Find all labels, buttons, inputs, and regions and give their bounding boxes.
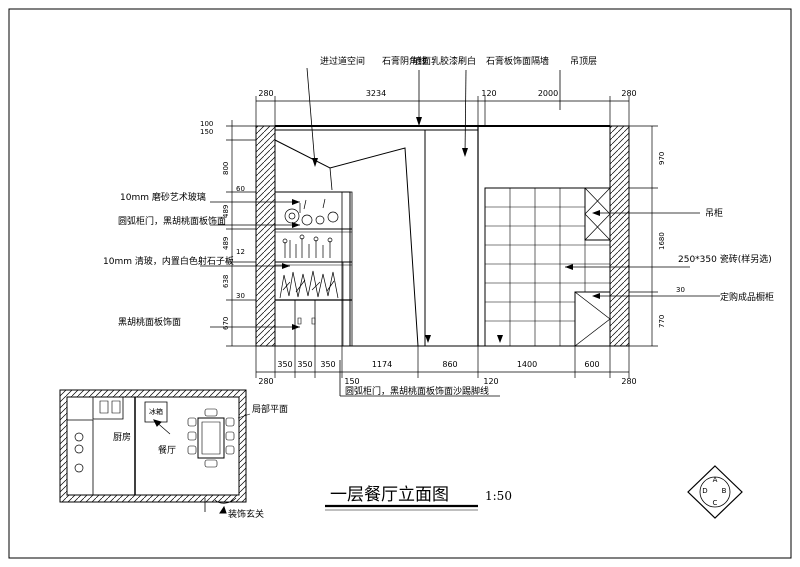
left-dim-6: 489	[222, 237, 230, 250]
bottom-dim-3: 350	[320, 360, 335, 369]
bottom-dim-0: 280	[258, 377, 273, 386]
label-clear-glass: 10mm 清玻，内置白色射石子板	[103, 255, 234, 267]
right-dim-2: 30	[676, 286, 685, 294]
label-hanging-cabinet: 吊柜	[705, 207, 723, 219]
arrow-heads	[282, 117, 600, 343]
index-c: C	[713, 499, 718, 507]
top-dim-4: 280	[621, 89, 636, 98]
plan-kitchen: 厨房	[113, 431, 131, 443]
left-dim-2: 800	[222, 162, 230, 175]
top-dim-1: 3234	[366, 89, 386, 98]
drawing-title: 一层餐厅立面图	[330, 485, 449, 505]
label-walnut-face: 黑胡桃面板饰面	[118, 316, 181, 328]
label-gypsum-partition: 石膏板饰面隔墙	[486, 55, 549, 67]
label-wall-paint: 墙面乳胶漆刷白	[413, 55, 476, 67]
top-dim-2: 120	[481, 89, 496, 98]
left-wall-hatch	[256, 126, 275, 346]
left-dim-0: 100	[200, 120, 213, 128]
bottom-dim-1: 350	[277, 360, 292, 369]
top-dim-3: 2000	[538, 89, 558, 98]
shelf-decorations	[280, 199, 338, 298]
bottom-dim-5: 860	[442, 360, 457, 369]
left-dim-9: 670	[222, 317, 230, 330]
plan-foyer: 装饰玄关	[228, 508, 264, 520]
bottom-dim-4: 1174	[372, 360, 392, 369]
index-symbol: A B C D	[688, 466, 742, 518]
drawing-border	[9, 9, 791, 558]
partial-floor-plan	[60, 390, 246, 513]
label-passage: 进过道空间	[320, 55, 365, 67]
drawing-scale: 1:50	[485, 489, 512, 503]
left-dim-7: 638	[222, 275, 230, 288]
left-dim-4: 489	[222, 205, 230, 218]
right-wall-hatch	[610, 126, 629, 346]
label-glass: 10mm 磨砂艺术玻璃	[120, 191, 206, 203]
leader-lines	[200, 68, 720, 396]
index-d: D	[702, 487, 707, 495]
elevation-walls	[256, 126, 629, 346]
bottom-small-dim-0: 150	[344, 377, 359, 386]
right-dims: 970 1680 30 770	[658, 152, 685, 328]
bottom-dim-7: 600	[584, 360, 599, 369]
top-dim-0: 280	[258, 89, 273, 98]
label-bottom-door: 圆弧柜门，黑胡桃面板饰面沙踢脚线	[345, 385, 489, 397]
left-dims: 100 150 800 60 489 12 489 638 30 670	[200, 120, 245, 330]
right-dim-0: 970	[658, 152, 666, 165]
left-dim-8: 30	[236, 292, 245, 300]
bottom-dims: 350 350 350 1174 860 1400 600 280 280 15…	[258, 360, 636, 386]
plan-partial: 局部平面	[252, 403, 288, 415]
label-ceiling: 吊顶层	[570, 56, 597, 67]
label-cabinet: 定购成品橱柜	[720, 291, 774, 303]
left-dim-3: 60	[236, 185, 245, 193]
left-dim-1: 150	[200, 128, 213, 136]
left-dim-5: 12	[236, 248, 245, 256]
index-b: B	[722, 487, 727, 495]
dimension-lines	[226, 96, 658, 378]
index-a: A	[713, 476, 718, 484]
partition-panel	[275, 130, 425, 346]
right-dim-1: 1680	[658, 232, 666, 250]
plan-appliance: 冰箱	[149, 407, 163, 416]
bottom-dim-6: 1400	[517, 360, 537, 369]
bottom-dim-2: 350	[297, 360, 312, 369]
bottom-small-dim-1: 120	[483, 377, 498, 386]
display-cabinet	[275, 192, 352, 346]
bottom-dim-8: 280	[621, 377, 636, 386]
right-dim-3: 770	[658, 315, 666, 328]
label-tile: 250*350 瓷砖(样另选)	[678, 253, 772, 265]
label-gypsum-corner: 石膏阴角线	[382, 55, 427, 67]
label-arc-door-top: 圆弧柜门，黑胡桃面板饰面	[118, 215, 226, 227]
plan-dining: 餐厅	[158, 444, 176, 456]
